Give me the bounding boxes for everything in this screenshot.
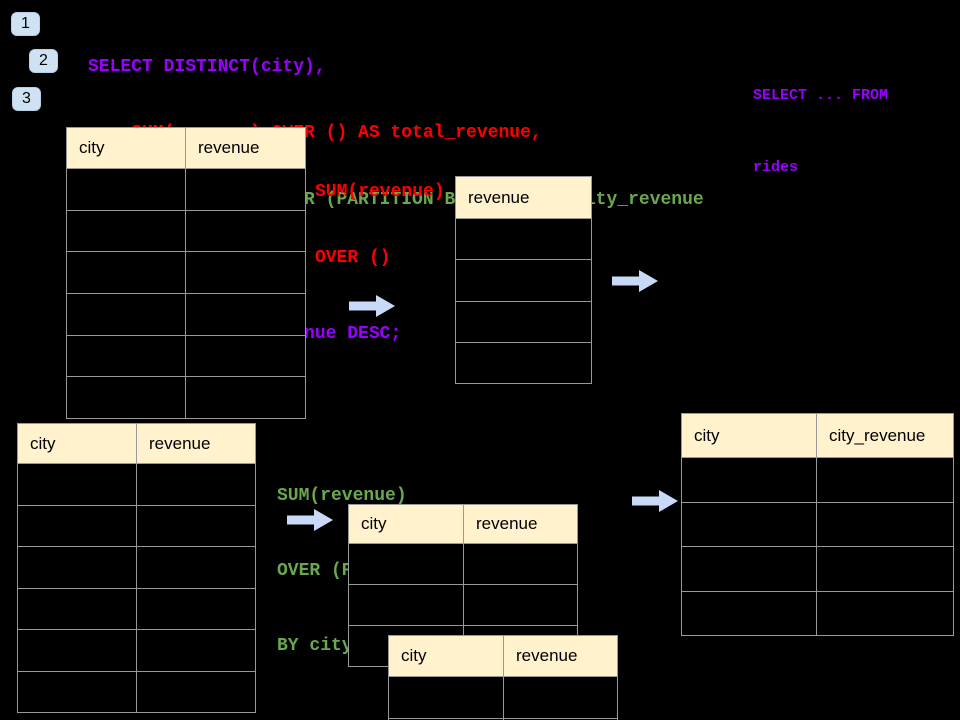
total-revenue-annotation: SUM(revenue) OVER () [315,137,445,313]
column-header: city_revenue [816,413,954,458]
right-arrow-icon [287,509,333,531]
table-cell [66,168,186,211]
table-cell [185,334,306,378]
table-cell [17,670,137,713]
table-cell [185,168,306,211]
sql-line-select: SELECT DISTINCT(city), [88,56,326,77]
table-cell [17,546,137,589]
total-revenue-annotation-line1: SUM(revenue) [315,182,445,202]
partition-annotation-line1: SUM(revenue) [277,486,407,506]
select-from-note: SELECT ... FROM rides [753,36,888,228]
table-cell [816,501,954,547]
table-cell [455,217,592,261]
table-cell [136,546,256,589]
table-cell [185,293,306,336]
select-from-note-line1: SELECT ... FROM [753,87,889,104]
right-arrow-icon [349,295,395,317]
table-cell [17,504,137,547]
table-cell [503,718,618,720]
table-cell [66,209,186,253]
right-arrow-icon [632,490,678,512]
column-header: city [681,413,817,458]
step-badge-3: 3 [12,87,41,111]
table-cell [185,251,306,295]
table-cell [66,251,186,295]
step-badge-1: 1 [11,12,40,36]
table-cell [463,543,578,585]
table-cell [17,629,137,672]
column-header: city [17,423,137,464]
table-cell [455,259,592,302]
column-header: city [66,127,186,169]
table-cell [463,584,578,626]
table-cell [66,376,186,420]
table-cell [503,676,618,719]
table-cell [681,501,817,547]
table-cell [185,209,306,253]
table-cell [66,293,186,336]
table-cell [136,504,256,547]
column-header: revenue [503,635,618,677]
table-cell [66,334,186,378]
table-cell [388,676,504,719]
table-cell [17,463,137,506]
table-cell [816,457,954,503]
column-header: revenue [463,504,578,544]
right-arrow-icon [612,270,658,292]
total-revenue-annotation-line2: OVER () [315,248,391,268]
step-badge-2: 2 [29,49,58,73]
table-cell [681,546,817,592]
table-cell [816,546,954,592]
total-revenue-table: revenue [455,176,592,385]
table-cell [681,457,817,503]
table-cell [136,463,256,506]
table-cell [17,587,137,630]
column-header: revenue [455,176,592,219]
table-cell [136,629,256,672]
column-header: revenue [136,423,256,464]
column-header: city [388,635,504,677]
table-cell [136,587,256,630]
table-cell [136,670,256,713]
select-from-note-line2: rides [753,159,799,176]
table-cell [681,590,817,636]
table-cell [816,590,954,636]
table-cell [348,543,464,585]
table-cell [348,584,464,626]
column-header: city [348,504,464,544]
table-cell [455,341,592,385]
column-header: revenue [185,127,306,169]
table-cell [185,376,306,420]
table-cell [455,300,592,343]
